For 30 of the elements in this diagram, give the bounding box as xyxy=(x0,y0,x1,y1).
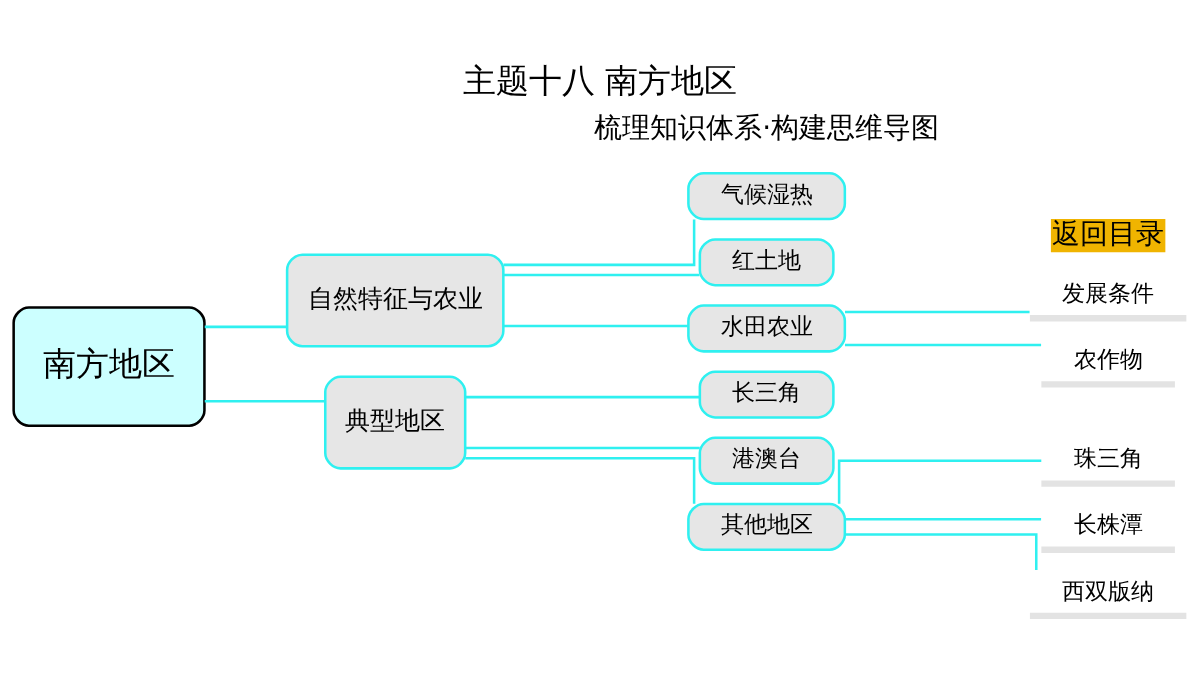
connector xyxy=(844,310,1030,314)
connector xyxy=(465,395,700,399)
node-box: 气候湿热 xyxy=(687,172,847,221)
node-text: 西双版纳 xyxy=(1062,577,1155,604)
label: 梳理知识体系·构建思维导图 xyxy=(594,111,940,145)
connector xyxy=(503,324,689,328)
node-text: 农作物 xyxy=(1073,346,1143,373)
connector xyxy=(204,400,325,403)
node-text: 珠三角 xyxy=(1073,445,1143,472)
node-text: 发展条件 xyxy=(1062,279,1155,306)
node-box: 自然特征与农业 xyxy=(285,253,505,348)
node-box: 其他地区 xyxy=(687,502,847,552)
connector xyxy=(837,459,1042,504)
node-text: 长株潭 xyxy=(1073,511,1143,538)
label: 返回目录 xyxy=(1052,216,1165,250)
connector xyxy=(465,446,700,450)
node-box: 红土地 xyxy=(698,238,835,287)
connector xyxy=(844,533,1038,570)
connector xyxy=(204,325,287,329)
node-box: 港澳台 xyxy=(698,436,835,485)
connector xyxy=(844,518,1042,521)
node-box: 水田农业 xyxy=(687,304,847,353)
node-box: 长三角 xyxy=(698,370,835,419)
diagram-title: 主题十八 南方地区 xyxy=(462,60,738,100)
node-box: 典型地区 xyxy=(324,375,467,470)
connector xyxy=(503,219,696,267)
connector xyxy=(844,343,1042,347)
connector xyxy=(503,273,700,277)
node-box: 南方地区 xyxy=(12,306,206,428)
connector xyxy=(465,456,696,504)
